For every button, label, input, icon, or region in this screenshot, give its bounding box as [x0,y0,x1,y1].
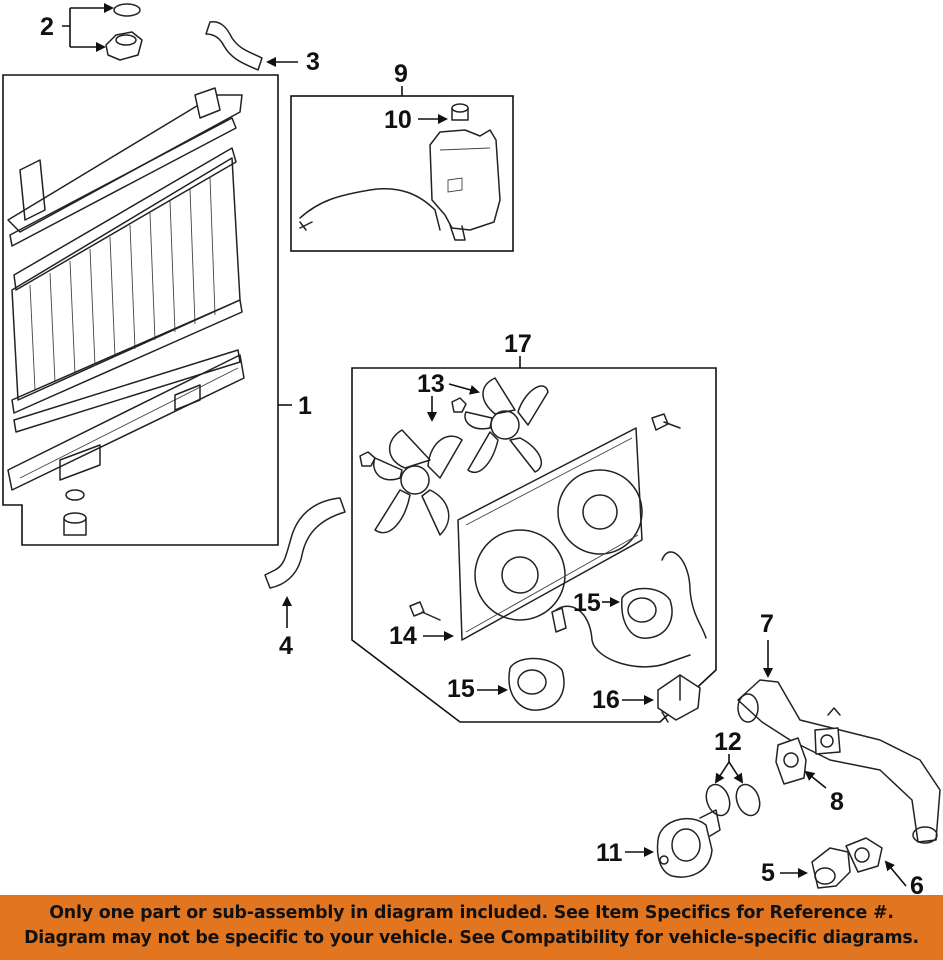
disclaimer-line-1: Only one part or sub-assembly in diagram… [49,903,894,923]
reservoir-cap [451,103,469,121]
lower-hose [264,497,346,589]
callout-12: 12 [714,728,742,756]
callout-9: 9 [394,60,408,88]
o-ring [113,3,141,17]
water-pipe [737,679,941,844]
cooling-fan-left [373,429,463,536]
disclaimer-banner: Only one part or sub-assembly in diagram… [0,895,943,960]
fan-nut [451,397,467,413]
callout-5: 5 [761,859,775,887]
callout-4: 4 [279,632,293,660]
radiator-core [7,87,245,491]
callout-2: 2 [40,13,54,41]
water-pump [656,809,721,878]
pipe-gasket [775,737,807,785]
radiator-cap [105,31,143,61]
fan-shroud [457,427,643,641]
fan-nut [359,451,376,467]
callout-11: 11 [596,839,623,867]
fan-motor-right [621,587,673,639]
radiator-group-frame [2,74,279,546]
callout-15a: 15 [573,589,601,617]
callout-17: 17 [504,330,532,358]
callout-10: 10 [384,106,412,134]
overflow-hose [299,188,441,231]
callout-7: 7 [760,610,774,638]
fan-wiring [555,605,691,668]
callout-8: 8 [830,788,844,816]
bolt [651,413,681,431]
thermostat-housing [811,847,851,889]
callout-3: 3 [306,48,320,76]
o-ring [735,783,761,817]
disclaimer-line-2: Diagram may not be specific to your vehi… [24,928,919,948]
callout-1: 1 [298,392,312,420]
drain-plug [63,489,87,536]
callout-14: 14 [389,622,417,650]
callout-13: 13 [417,370,445,398]
callout-6: 6 [910,872,924,895]
o-ring [705,783,731,817]
fan-resistor [657,674,701,723]
coolant-reservoir [429,129,501,241]
cooling-fan-right [464,377,549,473]
fan-motor-left [508,657,565,711]
parts-diagram: 1 2 3 9 10 17 [2,3,941,895]
fan-group-frame [351,367,717,723]
upper-hose [205,21,263,71]
bolt [409,601,441,621]
thermostat-gasket [845,837,883,873]
callout-16: 16 [592,686,620,714]
callout-15b: 15 [447,675,475,703]
